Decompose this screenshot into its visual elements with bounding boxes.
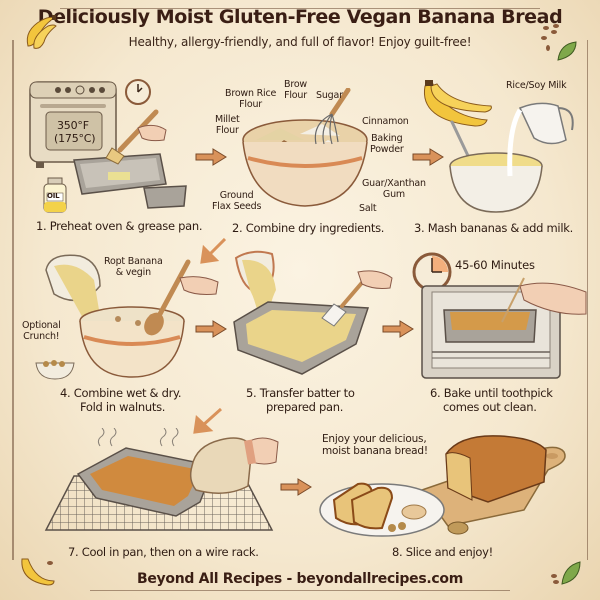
- oil-jar-icon: [42, 176, 68, 214]
- oven-mitt-icon: [186, 432, 280, 502]
- annotation-baking-powder: Baking Powder: [370, 133, 404, 155]
- step-5-label-line-1: 5. Transfer batter to: [246, 386, 355, 400]
- baking-pan-icon: [76, 444, 216, 518]
- page-title: Deliciously Moist Gluten-Free Vegan Bana…: [37, 6, 563, 28]
- oven-temp-c: (175°C): [54, 132, 96, 145]
- annotation-milk: Rice/Soy Milk: [506, 80, 567, 91]
- banana-icon: [18, 555, 58, 589]
- annotation-ropt-banana: Ropt Banana & vegin: [104, 256, 163, 278]
- step-5-label-line-2: prepared pan.: [266, 400, 344, 414]
- step-3-label: 3. Mash bananas & add milk.: [414, 221, 573, 235]
- arrow-down-left-icon: [200, 238, 226, 264]
- frame-border-bottom: [90, 590, 510, 591]
- baking-pan-icon: [70, 150, 190, 210]
- banana-bunch-icon: [20, 12, 64, 52]
- annotation-optional-crunch: Optional Crunch!: [22, 320, 61, 342]
- arrow-right-icon: [195, 320, 227, 338]
- step-4-label-line-2: Fold in walnuts.: [80, 400, 166, 414]
- annotation-brow-flour: Brow Flour: [284, 79, 307, 101]
- page-subtitle: Healthy, allergy-friendly, and full of f…: [128, 35, 472, 49]
- arrow-right-icon: [412, 148, 444, 166]
- plate-with-slices-icon: [318, 470, 448, 540]
- step-8-label: 8. Slice and enjoy!: [392, 545, 493, 559]
- step-4-label-line-1: 4. Combine wet & dry.: [60, 386, 182, 400]
- step-6-label-line-1: 6. Bake until toothpick: [430, 386, 553, 400]
- step-7-label: 7. Cool in pan, then on a wire rack.: [68, 545, 259, 559]
- annotation-bake-time: 45-60 Minutes: [455, 258, 535, 272]
- milk-pitcher-icon: [500, 100, 578, 180]
- mixing-bowl-icon: [240, 118, 370, 208]
- oil-jar-label: OIL: [47, 192, 60, 200]
- annotation-enjoy-line-1: Enjoy your delicious,: [322, 433, 427, 445]
- annotation-cinnamon: Cinnamon: [362, 116, 409, 127]
- mixing-bowl-icon: [448, 152, 544, 214]
- annotation-brown-rice-flour: Brown Rice Flour: [225, 88, 277, 110]
- step-6-label-line-2: comes out clean.: [443, 400, 537, 414]
- arrow-right-icon: [280, 478, 312, 496]
- annotation-salt: Salt: [359, 203, 377, 214]
- seeds-leaf-icon: [548, 556, 584, 588]
- frame-border-top: [60, 8, 540, 9]
- banana-bunch-icon: [415, 80, 495, 140]
- annotation-millet-flour: Millet Flour: [215, 114, 240, 136]
- step-2-label: 2. Combine dry ingredients.: [232, 221, 385, 235]
- walnut-icon: [446, 520, 470, 536]
- footer-credit: Beyond All Recipes - beyondallrecipes.co…: [136, 571, 464, 587]
- bread-loaf-icon: [440, 430, 550, 510]
- annotation-enjoy-line-2: moist banana bread!: [322, 445, 428, 457]
- oven-icon: [26, 78, 122, 174]
- annotation-sugar: Sugar: [316, 90, 343, 101]
- oven-temp-f: 350°F: [57, 119, 89, 132]
- pouring-bowl-icon: [40, 250, 110, 320]
- frame-border-right: [586, 40, 588, 560]
- wooden-spoon-icon: [130, 258, 220, 338]
- frame-border-left: [12, 40, 14, 560]
- pastry-brush-icon: [98, 108, 168, 168]
- step-1-label: 1. Preheat oven & grease pan.: [36, 219, 203, 233]
- whisk-icon: [306, 88, 352, 148]
- spatula-icon: [314, 268, 394, 328]
- annotation-guar-xanthan-gum: Guar/Xanthan Gum: [362, 178, 426, 200]
- arrow-right-icon: [382, 320, 414, 338]
- annotation-ground-flax-seeds: Ground Flax Seeds: [212, 190, 262, 212]
- seeds-leaf-icon: [540, 22, 584, 66]
- toothpick-icon: [490, 274, 590, 334]
- steam-icon: [96, 428, 186, 448]
- arrow-right-icon: [195, 148, 227, 166]
- arrow-down-left-icon: [192, 408, 222, 434]
- oven-interior-icon: [418, 282, 564, 382]
- clock-icon: [124, 78, 152, 106]
- walnut-bowl-icon: [34, 355, 76, 381]
- clock-icon: [412, 252, 452, 292]
